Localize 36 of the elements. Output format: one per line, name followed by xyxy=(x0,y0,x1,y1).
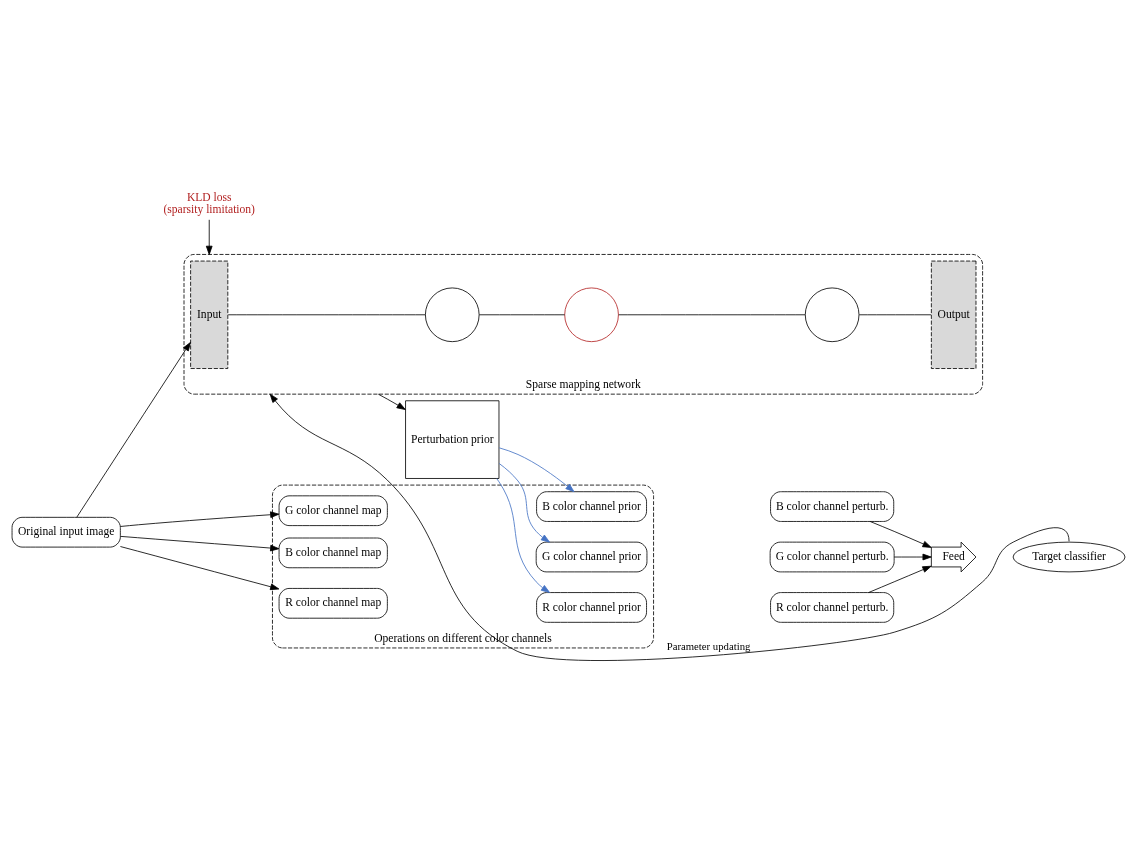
node-box: B color channel prior xyxy=(536,490,647,522)
arrow xyxy=(205,218,213,255)
node-text: KLD loss (sparsity limitation) xyxy=(163,190,255,216)
node-box: R color channel perturb. xyxy=(770,591,895,623)
node-box: B color channel map xyxy=(278,537,388,568)
connector xyxy=(227,313,426,315)
arrow xyxy=(120,535,280,551)
arrow xyxy=(893,553,932,560)
arrow xyxy=(498,462,550,543)
edge-label: Parameter updating xyxy=(666,639,751,652)
connector xyxy=(858,313,932,315)
connector xyxy=(618,313,806,315)
connector xyxy=(478,313,566,315)
arrow xyxy=(120,510,280,527)
arrow xyxy=(498,446,575,492)
node-ellipse: Target classifier xyxy=(1012,541,1126,572)
node-box: Input xyxy=(190,260,229,369)
arrow xyxy=(120,545,280,590)
node-box: Perturbation prior xyxy=(405,399,500,479)
node-box: Output xyxy=(930,260,977,369)
node-box: G color channel perturb. xyxy=(769,541,895,572)
node-box: R color channel prior xyxy=(536,591,647,623)
node-box: G color channel map xyxy=(278,494,388,526)
node-box: G color channel prior xyxy=(535,541,648,572)
node-circle xyxy=(425,287,480,342)
arrow xyxy=(496,477,550,593)
node-box: Original input image xyxy=(11,516,121,547)
node-circle xyxy=(564,287,619,342)
arrow xyxy=(377,393,406,410)
arrow xyxy=(869,520,932,548)
node-circle xyxy=(804,287,860,342)
arrow xyxy=(868,565,932,593)
arrow xyxy=(76,341,191,518)
arrow xyxy=(269,393,1070,661)
node-box: R color channel map xyxy=(278,587,388,619)
node-box: B color channel perturb. xyxy=(770,490,895,522)
